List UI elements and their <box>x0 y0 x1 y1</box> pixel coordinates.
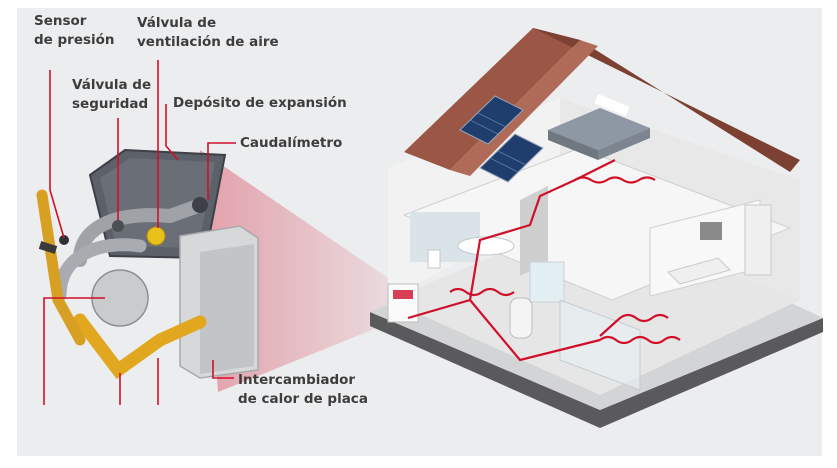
ground-slab-side <box>370 312 823 428</box>
flow-meter-label: Caudalímetro <box>240 135 343 151</box>
flow-meter <box>192 197 208 213</box>
leader-lines <box>43 60 236 405</box>
hydraulic-unit <box>36 148 259 379</box>
air-vent-valve-label-line2: ventilación de aire <box>137 34 279 50</box>
pressure-sensor-label: Sensor de presión <box>34 12 115 50</box>
safety-valve-label: Válvula de seguridad <box>72 76 151 114</box>
water-tank <box>509 297 533 339</box>
grey-pipe <box>73 199 205 267</box>
roof-ridge <box>533 28 800 172</box>
air-vent-valve <box>146 226 166 246</box>
safety-valve <box>112 220 124 232</box>
kitchen <box>649 199 772 297</box>
safety-valve-label-line1: Válvula de <box>72 77 152 93</box>
air-vent-valve-label-line1: Válvula de <box>137 15 217 31</box>
staircase <box>520 186 548 276</box>
safety-valve-label-line2: seguridad <box>72 96 149 112</box>
expansion-tank-label: Depósito de expansión <box>173 95 347 111</box>
underfloor-heating <box>407 159 681 362</box>
pressure-sensor-label-line1: Sensor <box>34 13 87 29</box>
bed <box>548 93 650 160</box>
yellow-pipe <box>73 313 207 379</box>
plate-heat-exchanger-label: Intercambiador de calor de placa <box>238 371 368 409</box>
plate-heat-exchanger-label-line2: de calor de placa <box>238 391 368 407</box>
solar-panels <box>459 95 544 183</box>
air-vent-valve-label: Válvula de ventilación de aire <box>137 14 279 52</box>
glass-partition <box>559 299 641 391</box>
pressure-sensor-label-line2: de presión <box>34 32 115 48</box>
bathroom <box>410 212 565 303</box>
house-cutaway <box>370 28 823 428</box>
plate-heat-exchanger-label-line1: Intercambiador <box>238 372 356 388</box>
pressure-sensor <box>59 235 69 245</box>
